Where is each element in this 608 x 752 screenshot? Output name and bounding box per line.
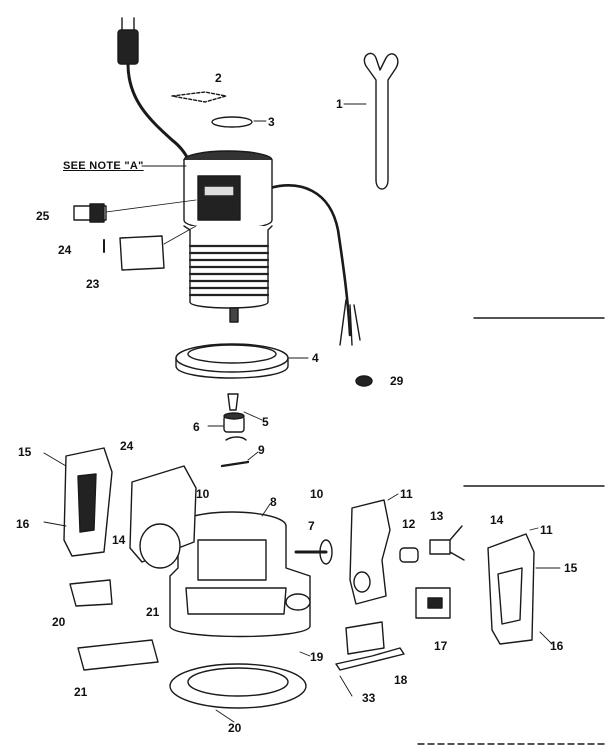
label-25: 23 <box>86 277 100 291</box>
part-11-bracket <box>349 499 391 605</box>
label-1: 1 <box>336 97 343 111</box>
part-22-shield <box>69 579 113 607</box>
label-5: 5 <box>262 415 269 429</box>
part-25-plate <box>119 225 197 271</box>
label-19: 19 <box>310 650 324 664</box>
label-20: 20 <box>228 721 242 735</box>
label-10-right: 10 <box>310 487 324 501</box>
label-10-left: 10 <box>196 487 210 501</box>
part-27-switch <box>73 199 197 223</box>
part-29-nut <box>355 375 373 387</box>
label-27: 25 <box>36 209 50 223</box>
label-7: 7 <box>308 519 315 533</box>
see-note-label: SEE NOTE "A" <box>63 160 144 172</box>
label-11-center: 11 <box>400 487 413 501</box>
leader-lines <box>43 103 561 723</box>
label-3: 3 <box>268 115 275 129</box>
label-23: 21 <box>146 605 160 619</box>
label-29: 29 <box>390 374 404 388</box>
label-11-right: 11 <box>540 523 553 537</box>
label-6: 6 <box>193 420 200 434</box>
label-33: 33 <box>362 691 376 705</box>
label-16-left: 16 <box>16 517 30 531</box>
label-16-right: 16 <box>550 639 564 653</box>
label-15-left: 15 <box>18 445 32 459</box>
label-14-right: 14 <box>490 513 504 527</box>
part-12-bulb <box>399 547 419 563</box>
label-14-left: 14 <box>112 533 126 547</box>
label-8: 8 <box>270 495 277 509</box>
label-22: 20 <box>52 615 66 629</box>
part-17-switch-block <box>415 587 451 619</box>
part-3-washer <box>211 116 253 128</box>
part-11-right-handle <box>487 533 535 645</box>
label-12: 12 <box>402 517 416 531</box>
part-2-cap <box>171 91 227 103</box>
label-4: 4 <box>312 351 319 365</box>
part-1-wrench <box>363 52 399 190</box>
label-17: 17 <box>434 639 448 653</box>
label-26: 24 <box>58 243 72 257</box>
part-18-bracket <box>335 621 405 671</box>
motor-cable <box>268 184 361 346</box>
part-6-nut <box>223 412 245 433</box>
label-13: 13 <box>430 509 444 523</box>
label-9: 9 <box>258 443 265 457</box>
label-18: 18 <box>394 673 408 687</box>
part-5-collet <box>225 393 247 441</box>
part-24-handle <box>129 465 197 569</box>
part-8-base <box>169 511 311 638</box>
part-9-screw <box>220 460 250 468</box>
part-15-left-grip <box>63 447 113 557</box>
power-cord <box>117 17 194 167</box>
part-19-base-plate <box>169 663 307 709</box>
label-24: 24 <box>120 439 134 453</box>
part-21-guard <box>77 639 159 671</box>
label-21: 21 <box>74 685 88 699</box>
label-2: 2 <box>215 71 222 85</box>
part-4-ring <box>175 343 289 379</box>
motor-housing <box>183 150 273 323</box>
part-7-shaft <box>294 539 333 565</box>
part-13-socket <box>429 525 465 561</box>
label-15-right: 15 <box>564 561 578 575</box>
